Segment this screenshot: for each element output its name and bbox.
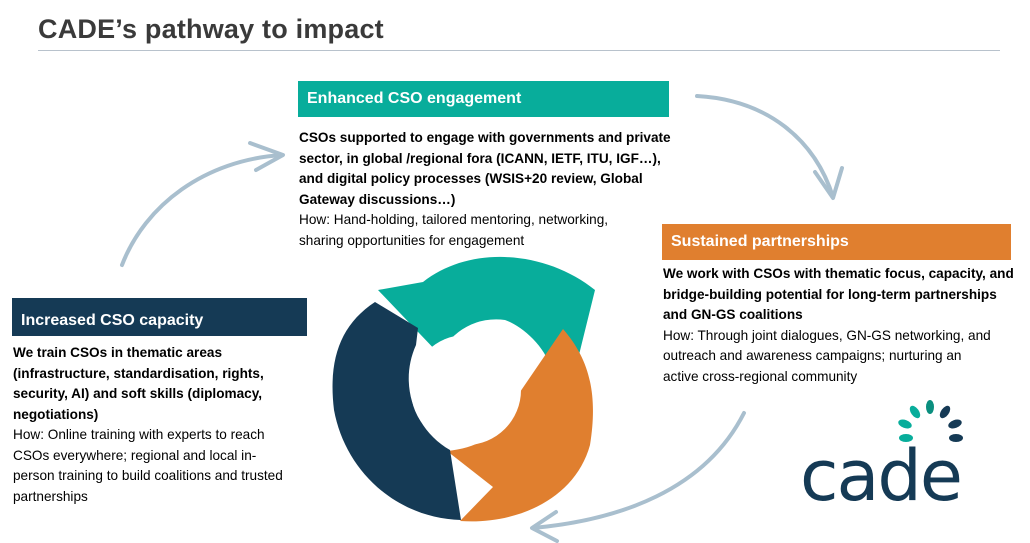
partnerships-description: We work with CSOs with thematic focus, c…	[663, 264, 1014, 387]
logo-mark	[898, 400, 963, 442]
title-divider	[38, 50, 1000, 51]
capacity-line: (infrastructure, standardisation, rights…	[13, 365, 264, 381]
capacity-line: negotiations)	[13, 406, 99, 422]
engagement-line: Gateway discussions…)	[299, 191, 456, 207]
arrow-engagement-to-partnerships	[695, 94, 835, 199]
partnerships-line: We work with CSOs with thematic focus, c…	[663, 266, 1014, 281]
capacity-how-line: person training to build coalitions and …	[13, 468, 283, 483]
logo-dot	[949, 434, 963, 442]
engagement-header: Enhanced CSO engagement	[298, 81, 669, 117]
arrowhead-partnerships-to-capacity	[530, 510, 559, 543]
logo-dot	[939, 405, 951, 419]
partnerships-heading: Sustained partnerships	[671, 233, 849, 250]
partnerships-how-line: outreach and awareness campaigns; nurtur…	[663, 348, 962, 363]
capacity-how-line: How: Online training with experts to rea…	[13, 427, 265, 442]
logo-dot	[948, 419, 962, 429]
logo-wordmark: cade	[800, 435, 961, 517]
capacity-line: We train CSOs in thematic areas	[13, 345, 223, 360]
engagement-line: and digital policy processes (WSIS+20 re…	[299, 171, 643, 186]
capacity-description: We train CSOs in thematic areas (infrast…	[13, 343, 283, 507]
partnerships-how-line: active cross-regional community	[663, 368, 858, 384]
logo-dot	[899, 434, 913, 442]
partnerships-header: Sustained partnerships	[662, 224, 1011, 260]
engagement-line: CSOs supported to engage with government…	[299, 130, 671, 145]
cycle-center	[411, 335, 521, 445]
cycle-segment-navy	[332, 302, 461, 520]
engagement-description: CSOs supported to engage with government…	[299, 128, 671, 251]
capacity-header: Increased CSO capacity	[12, 298, 307, 336]
logo-dot	[909, 405, 921, 419]
cycle-segment-orange	[447, 329, 593, 522]
capacity-how-line: partnerships	[13, 488, 88, 504]
arrow-partnerships-to-capacity	[531, 411, 746, 530]
partnerships-line: bridge-building potential for long-term …	[663, 286, 997, 302]
partnerships-how-line: How: Through joint dialogues, GN-GS netw…	[663, 327, 991, 343]
logo-dot	[898, 419, 912, 429]
page-title: CADE’s pathway to impact	[38, 14, 384, 44]
logo-dot	[926, 400, 934, 414]
capacity-heading: Increased CSO capacity	[21, 312, 204, 329]
capacity-how-line: CSOs everywhere; regional and local in-	[13, 447, 257, 463]
engagement-how-line: sharing opportunities for engagement	[299, 232, 525, 248]
arrow-capacity-to-engagement	[120, 153, 284, 267]
arrowhead-engagement-to-partnerships	[813, 166, 844, 200]
engagement-heading: Enhanced CSO engagement	[307, 90, 522, 107]
engagement-line: sector, in global /regional fora (ICANN,…	[299, 150, 661, 166]
partnerships-line: and GN-GS coalitions	[663, 307, 803, 322]
capacity-line: security, AI) and soft skills (diplomacy…	[13, 386, 263, 401]
arrowhead-capacity-to-engagement	[248, 141, 285, 172]
cycle-segment-teal	[378, 256, 595, 369]
engagement-how-line: How: Hand-holding, tailored mentoring, n…	[299, 212, 609, 227]
